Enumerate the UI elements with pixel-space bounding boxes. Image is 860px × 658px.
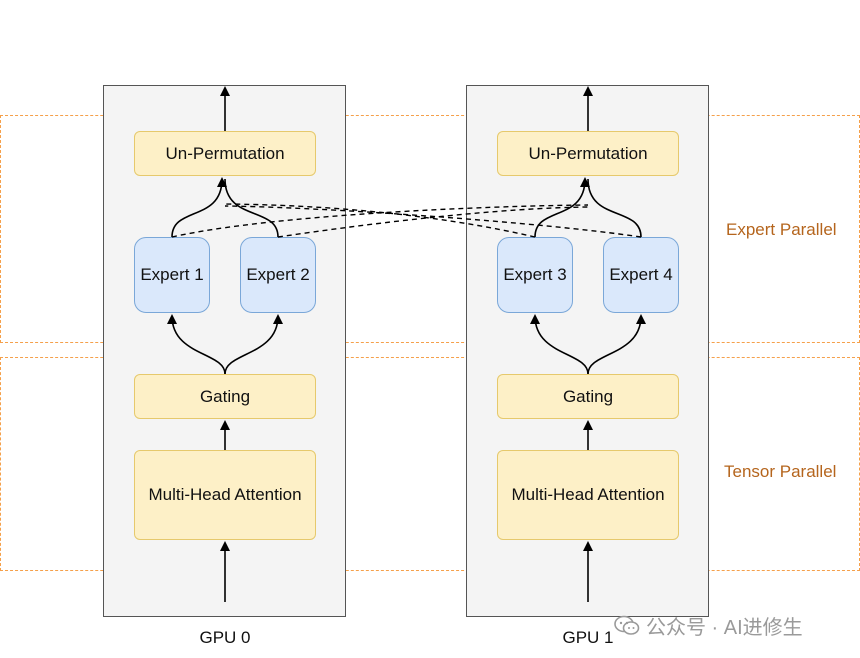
gpu-0-expert-1: Expert 1 xyxy=(134,237,210,313)
watermark-text: 公众号 · AI进修生 xyxy=(646,617,803,639)
gpu-1-unpermutation: Un-Permutation xyxy=(497,131,679,176)
gpu-0-gating: Gating xyxy=(134,374,316,419)
gpu-1-gating: Gating xyxy=(497,374,679,419)
gpu-1-expert-4: Expert 4 xyxy=(603,237,679,313)
gpu-0-multi-head-attention: Multi-Head Attention xyxy=(134,450,316,540)
gpu-1-expert-3: Expert 3 xyxy=(497,237,573,313)
watermark: 公众号 · AI进修生 xyxy=(614,611,803,640)
gpu-1-multi-head-attention: Multi-Head Attention xyxy=(497,450,679,540)
wechat-icon xyxy=(614,615,640,635)
gpu-0-expert-2: Expert 2 xyxy=(240,237,316,313)
gpu-0-unpermutation: Un-Permutation xyxy=(134,131,316,176)
tensor-parallel-label: Tensor Parallel xyxy=(724,462,837,481)
expert-parallel-label: Expert Parallel xyxy=(726,220,837,239)
gpu-1-label: GPU 1 xyxy=(562,628,614,647)
gpu-0-label: GPU 0 xyxy=(199,628,251,647)
